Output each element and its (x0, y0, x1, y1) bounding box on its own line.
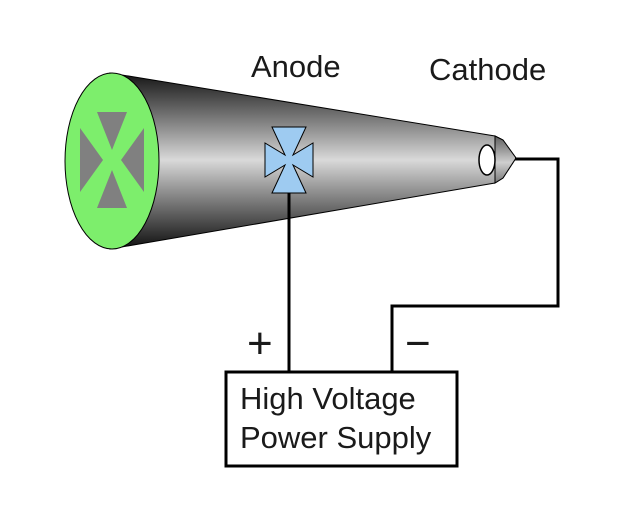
cathode-electrode (478, 144, 496, 176)
circuit-wires (287, 157, 560, 372)
power-supply-box (224, 370, 459, 468)
power-supply-label-line1: High Voltage (240, 381, 416, 416)
negative-terminal-label: − (405, 319, 431, 368)
power-supply-label-line2: Power Supply (240, 420, 432, 455)
positive-terminal-label: + (247, 319, 273, 368)
tube-tip (494, 135, 517, 184)
anode-cross-icon (264, 126, 314, 194)
anode-label: Anode (251, 49, 341, 84)
cross-shadow-icon (80, 112, 144, 208)
fluorescent-screen (64, 72, 160, 250)
cathode-label: Cathode (429, 52, 546, 87)
